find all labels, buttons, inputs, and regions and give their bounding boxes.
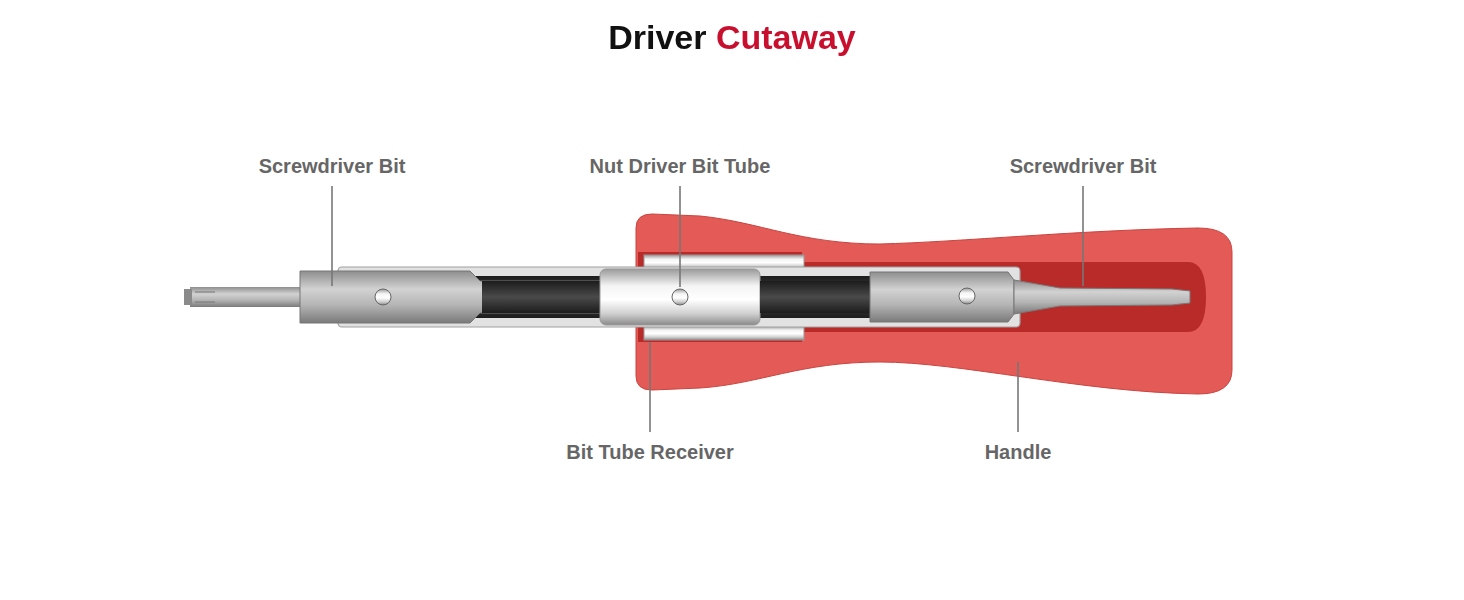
- detent-ball: [672, 289, 688, 305]
- bit-hex: [870, 272, 1014, 322]
- bit-tip: [1014, 280, 1190, 314]
- detent-ball: [375, 289, 391, 305]
- detent-ball: [959, 288, 975, 304]
- part-label: Screwdriver Bit: [259, 155, 406, 178]
- diagram-title: Driver Cutaway: [608, 18, 856, 57]
- bit-tip-end: [184, 289, 192, 305]
- part-label: Screwdriver Bit: [1010, 155, 1157, 178]
- bit-hex: [300, 271, 600, 323]
- receiver-sleeve: [644, 326, 804, 340]
- leader-lines: [332, 186, 1083, 432]
- bit-tip: [190, 287, 302, 307]
- title-wrap: Driver Cutaway: [0, 18, 1464, 57]
- part-label: Nut Driver Bit Tube: [590, 155, 771, 178]
- part-label: Handle: [985, 441, 1052, 464]
- part-label: Bit Tube Receiver: [566, 441, 733, 464]
